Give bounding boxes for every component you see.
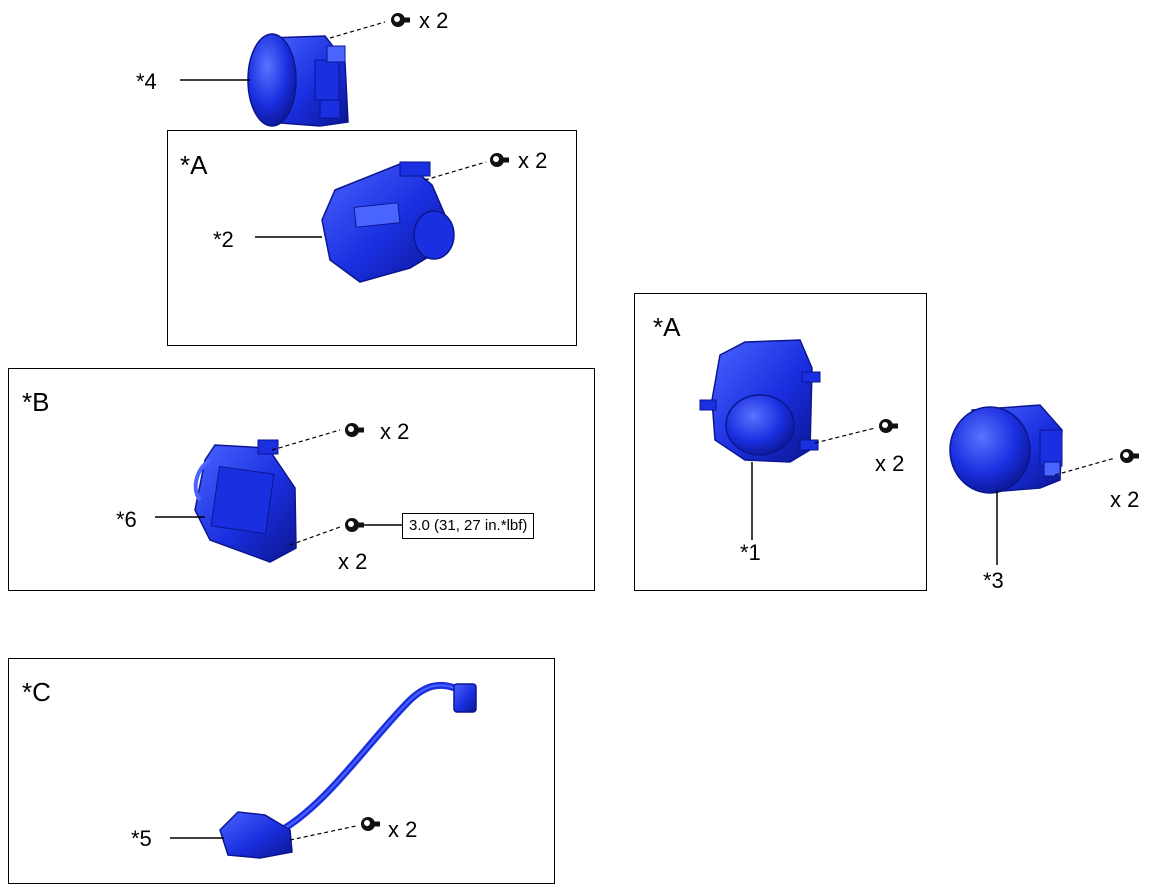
group-box-b xyxy=(8,368,595,591)
wire-harness-5 xyxy=(219,681,477,859)
callout-part-2: *2 xyxy=(213,227,234,252)
fog-lamp-assembly-3 xyxy=(949,404,1063,494)
screw-icon xyxy=(391,13,410,27)
group-title-c: *C xyxy=(22,677,51,707)
callout-part-4: *4 xyxy=(136,69,157,94)
screw-icon xyxy=(345,423,364,437)
screw-icon xyxy=(345,518,364,532)
group-title-b: *B xyxy=(22,387,50,417)
fog-lamp-bracket-2 xyxy=(321,161,455,283)
qty-label-part-6-bottom: x 2 xyxy=(338,549,368,574)
group-box-a-upper xyxy=(167,130,577,346)
fog-lamp-cover-1 xyxy=(699,339,821,463)
callout-part-1: *1 xyxy=(740,540,761,565)
screw-icon xyxy=(1120,449,1139,463)
group-box-c xyxy=(8,658,555,884)
callout-part-6: *6 xyxy=(116,507,137,532)
callout-part-5: *5 xyxy=(131,826,152,851)
qty-label-part-3: x 2 xyxy=(1110,487,1140,512)
control-module-6 xyxy=(193,439,297,563)
callout-part-3: *3 xyxy=(983,568,1004,593)
qty-label-part-6-top: x 2 xyxy=(380,419,410,444)
group-title-a-upper: *A xyxy=(180,150,208,180)
group-box-a-right xyxy=(634,293,927,591)
screw-icon xyxy=(490,153,509,167)
qty-label-part-1: x 2 xyxy=(875,451,905,476)
torque-spec-box: 3.0 (31, 27 in.*lbf) xyxy=(402,513,535,539)
screw-icon xyxy=(361,817,380,831)
fog-lamp-assembly-4 xyxy=(247,33,349,127)
qty-label-part-2: x 2 xyxy=(518,148,548,173)
screw-icon xyxy=(879,419,898,433)
group-title-a-right: *A xyxy=(653,312,681,342)
qty-label-part-5: x 2 xyxy=(388,817,418,842)
qty-label-part-4: x 2 xyxy=(419,8,449,33)
